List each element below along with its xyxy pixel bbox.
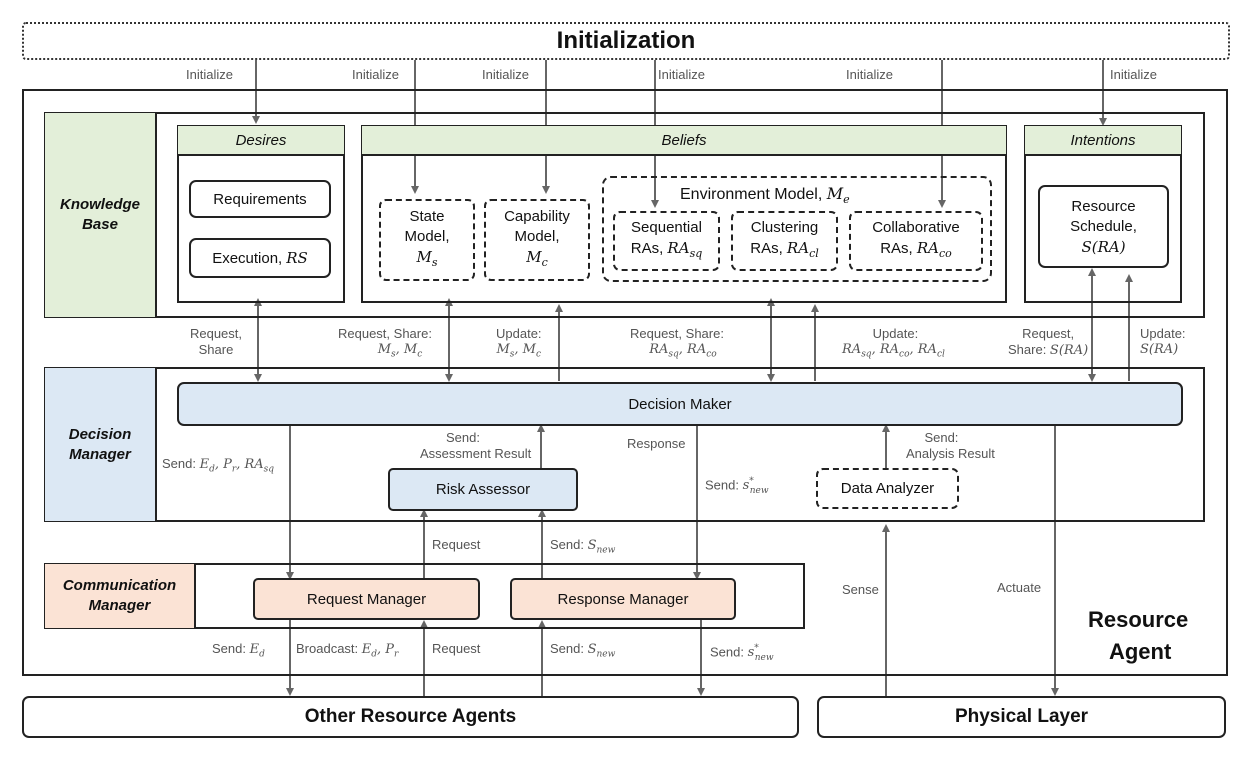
broadcast-label: Broadcast: Ed, Pr: [296, 641, 399, 660]
update-models-label: Update: Ms, Mc: [496, 326, 542, 360]
sense-label: Sense: [842, 582, 879, 597]
state-model-box: State Model, Ms: [379, 199, 475, 281]
update-ras-label: Update: RAsq, RAco, RAcl: [842, 326, 945, 360]
initialize-label: Initialize: [846, 67, 893, 82]
request-manager-box: Request Manager: [253, 578, 480, 620]
send-ed-label: Send: Ed: [212, 641, 265, 660]
response-label: Response: [627, 436, 686, 451]
sequential-ras-box: Sequential RAs, RAsq: [613, 211, 720, 271]
send-ed-pr-label: Send: Ed, Pr, RAsq: [162, 456, 275, 475]
actuate-label: Actuate: [997, 580, 1042, 595]
resource-agent-label: Resource Agent: [1088, 607, 1189, 664]
initialize-label: Initialize: [482, 67, 529, 82]
data-analyzer-box: Data Analyzer: [816, 468, 959, 509]
request-share-models-label: Request, Share: Ms, Mc: [338, 326, 432, 360]
send-assessment-label: Send: Assessment Result: [420, 430, 532, 461]
request-share-label: Request,Share: [189, 326, 243, 357]
response-manager-box: Response Manager: [510, 578, 736, 620]
physical-layer-box: Physical Layer: [817, 696, 1226, 738]
requirements-box: Requirements: [189, 180, 331, 218]
desires-header: Desires: [178, 126, 344, 156]
send-s-new-label: Send: Snew: [550, 537, 616, 556]
collaborative-ras-box: Collaborative RAs, RAco: [849, 211, 983, 271]
send-s-new-label-lower: Send: Snew: [550, 641, 616, 660]
send-s-new-star-label: Send: s*new: [705, 477, 769, 496]
initialization-box: Initialization: [22, 22, 1230, 60]
resource-schedule-box: Resource Schedule, S(RA): [1038, 185, 1169, 268]
decision-maker-box: Decision Maker: [177, 382, 1183, 426]
communication-manager-label: Communication Manager: [45, 564, 196, 628]
initialization-title: Initialization: [556, 27, 696, 54]
request-share-schedule-label: Request, Share: S(RA): [1008, 326, 1089, 358]
initialize-label: Initialize: [658, 67, 705, 82]
update-schedule-label: Update: S(RA): [1140, 326, 1186, 357]
resource-agent-box: [22, 89, 1228, 676]
request-label: Request: [432, 537, 481, 552]
beliefs-header: Beliefs: [362, 126, 1006, 156]
request-label-lower: Request: [432, 641, 481, 656]
request-share-ras-label: Request, Share: RAsq, RAco: [630, 326, 724, 360]
send-analysis-label: Send: Analysis Result: [906, 430, 995, 461]
send-s-new-star-label-lower: Send: s*new: [710, 644, 774, 663]
initialize-label: Initialize: [186, 67, 233, 82]
initialize-label: Initialize: [1110, 67, 1157, 82]
environment-model-box: [602, 176, 992, 282]
capability-model-box: Capability Model, Mc: [484, 199, 590, 281]
execution-box: Execution, RS: [189, 238, 331, 278]
risk-assessor-box: Risk Assessor: [388, 468, 578, 511]
initialize-label: Initialize: [352, 67, 399, 82]
clustering-ras-box: Clustering RAs, RAcl: [731, 211, 838, 271]
decision-manager-label: Decision Manager: [45, 368, 157, 521]
other-resource-agents-box: Other Resource Agents: [22, 696, 799, 738]
intentions-header: Intentions: [1025, 126, 1181, 156]
knowledge-base-label: Knowledge Base: [45, 113, 157, 317]
environment-model-title: Environment Model, Me: [680, 184, 850, 207]
